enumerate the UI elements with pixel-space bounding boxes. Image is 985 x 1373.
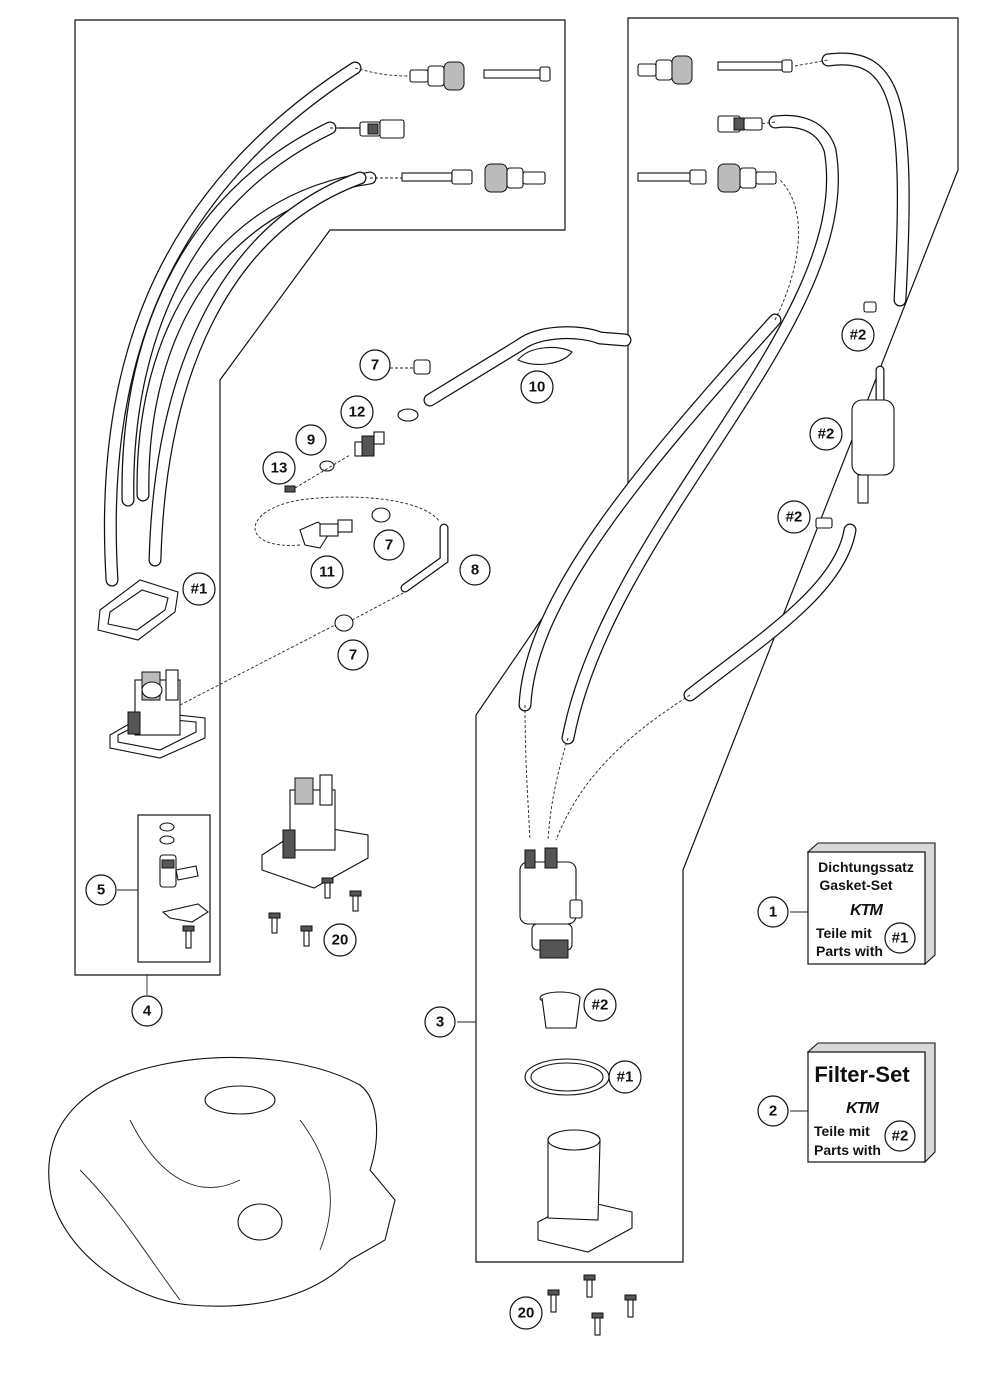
gasket-left <box>97 579 179 641</box>
svg-text:20: 20 <box>332 932 349 949</box>
callout-7-mid: 7 <box>373 529 405 561</box>
gasket-set-brand-logo: KTM <box>850 902 883 919</box>
quick-connector-mid-right <box>637 163 777 193</box>
filter-set-parts-de: Teile mit <box>814 1123 870 1139</box>
assembly-4-outline <box>74 19 566 976</box>
svg-text:#2: #2 <box>592 997 609 1014</box>
callout-7-top: 7 <box>359 349 391 381</box>
gasket-set-line1: Dichtungssatz <box>818 859 914 875</box>
callout-20-left: 20 <box>323 923 357 957</box>
clamp-7-mid <box>371 507 391 523</box>
electrical-plug-left <box>338 119 405 139</box>
o-ring-gasket-right <box>524 1058 610 1096</box>
svg-text:1: 1 <box>769 904 777 921</box>
svg-text:13: 13 <box>271 460 288 477</box>
callout-13: 13 <box>262 451 296 485</box>
fuel-pump-module-spare <box>261 774 369 889</box>
filter-strainer <box>539 991 581 1029</box>
electrical-plug-right <box>717 115 763 133</box>
filter-set-parts-en: Parts with <box>814 1142 881 1158</box>
screw-13 <box>284 485 296 493</box>
callout-7-low: 7 <box>337 639 369 671</box>
hose-10 <box>423 326 632 407</box>
quick-connector-top-left <box>409 61 551 91</box>
svg-text:10: 10 <box>529 379 546 396</box>
fitting-12 <box>354 431 385 457</box>
svg-text:#2: #2 <box>786 509 803 526</box>
gasket-set-ref: #1 <box>884 922 916 954</box>
callout-sub2-filter: #2 <box>809 417 843 451</box>
svg-text:#1: #1 <box>191 581 208 598</box>
callout-3: 3 <box>424 1006 456 1038</box>
svg-text:#1: #1 <box>892 930 909 947</box>
bolts-20-right <box>547 1274 637 1336</box>
dashed-path-13-12 <box>294 454 351 489</box>
callout-12: 12 <box>340 395 374 429</box>
filter-set-box: Filter-Set KTM Teile mit Parts with #2 <box>806 1042 936 1164</box>
fuel-pump-right <box>519 847 583 959</box>
callout-8: 8 <box>459 554 491 586</box>
quick-connector-mid-left <box>401 163 546 193</box>
gasket-set-line2: Gasket-Set <box>819 877 892 893</box>
clamp-7-low <box>334 614 354 632</box>
callout-sub2-mid: #2 <box>777 500 811 534</box>
svg-text:#2: #2 <box>818 426 835 443</box>
callout-2: 2 <box>757 1095 789 1127</box>
svg-text:11: 11 <box>319 564 335 581</box>
svg-text:12: 12 <box>349 404 366 421</box>
callout-4: 4 <box>131 995 163 1027</box>
svg-text:4: 4 <box>143 1003 152 1020</box>
fuel-pump-flange-left <box>109 669 206 759</box>
check-valve-kit <box>159 822 209 949</box>
bolts-20-left <box>268 877 362 947</box>
right-fuel-lines <box>518 52 910 841</box>
callout-sub1-left: #1 <box>182 572 216 606</box>
callout-10: 10 <box>520 370 554 404</box>
fuel-tank <box>48 1056 396 1307</box>
callout-sub1-right: #1 <box>608 1060 642 1094</box>
dashed-path-7-8 <box>351 591 406 621</box>
svg-text:#2: #2 <box>850 327 867 344</box>
svg-text:2: 2 <box>769 1103 777 1120</box>
callout-5: 5 <box>85 874 117 906</box>
hose-8 <box>400 523 449 593</box>
clamp-2-top <box>863 301 877 313</box>
clamp-7-top <box>397 359 431 422</box>
o-ring-9 <box>319 460 335 472</box>
pump-housing-flange <box>537 1129 633 1253</box>
callout-20-right: 20 <box>509 1296 543 1330</box>
dashed-path-pump-left <box>179 624 336 706</box>
svg-text:8: 8 <box>471 562 479 579</box>
left-fuel-lines <box>103 61 409 587</box>
filter-set-title: Filter-Set <box>814 1062 910 1087</box>
filter-set-ref: #2 <box>884 1120 916 1152</box>
gasket-set-parts-en: Parts with <box>816 943 883 959</box>
svg-text:#2: #2 <box>892 1128 909 1145</box>
callout-1: 1 <box>757 896 789 928</box>
clamp-2-mid <box>815 517 833 529</box>
svg-text:7: 7 <box>349 647 357 664</box>
quick-connector-top-right <box>637 55 793 85</box>
callout-11: 11 <box>310 555 344 589</box>
fitting-11 <box>299 519 353 549</box>
svg-text:5: 5 <box>97 882 105 899</box>
gasket-set-parts-de: Teile mit <box>816 925 872 941</box>
fuel-filter <box>851 365 895 504</box>
gasket-set-box: Dichtungssatz Gasket-Set KTM Teile mit P… <box>806 842 936 966</box>
svg-text:3: 3 <box>436 1014 444 1031</box>
callout-sub2-top: #2 <box>841 318 875 352</box>
svg-text:20: 20 <box>518 1305 535 1322</box>
svg-text:#1: #1 <box>617 1069 634 1086</box>
dashed-path-11-8 <box>254 496 441 546</box>
svg-text:7: 7 <box>385 537 393 554</box>
svg-text:9: 9 <box>307 432 315 449</box>
callout-sub2-strainer: #2 <box>583 988 617 1022</box>
callout-9: 9 <box>295 424 327 456</box>
svg-text:7: 7 <box>371 357 379 374</box>
filter-set-brand-logo: KTM <box>846 1100 879 1117</box>
assembly-5-frame <box>137 814 211 963</box>
